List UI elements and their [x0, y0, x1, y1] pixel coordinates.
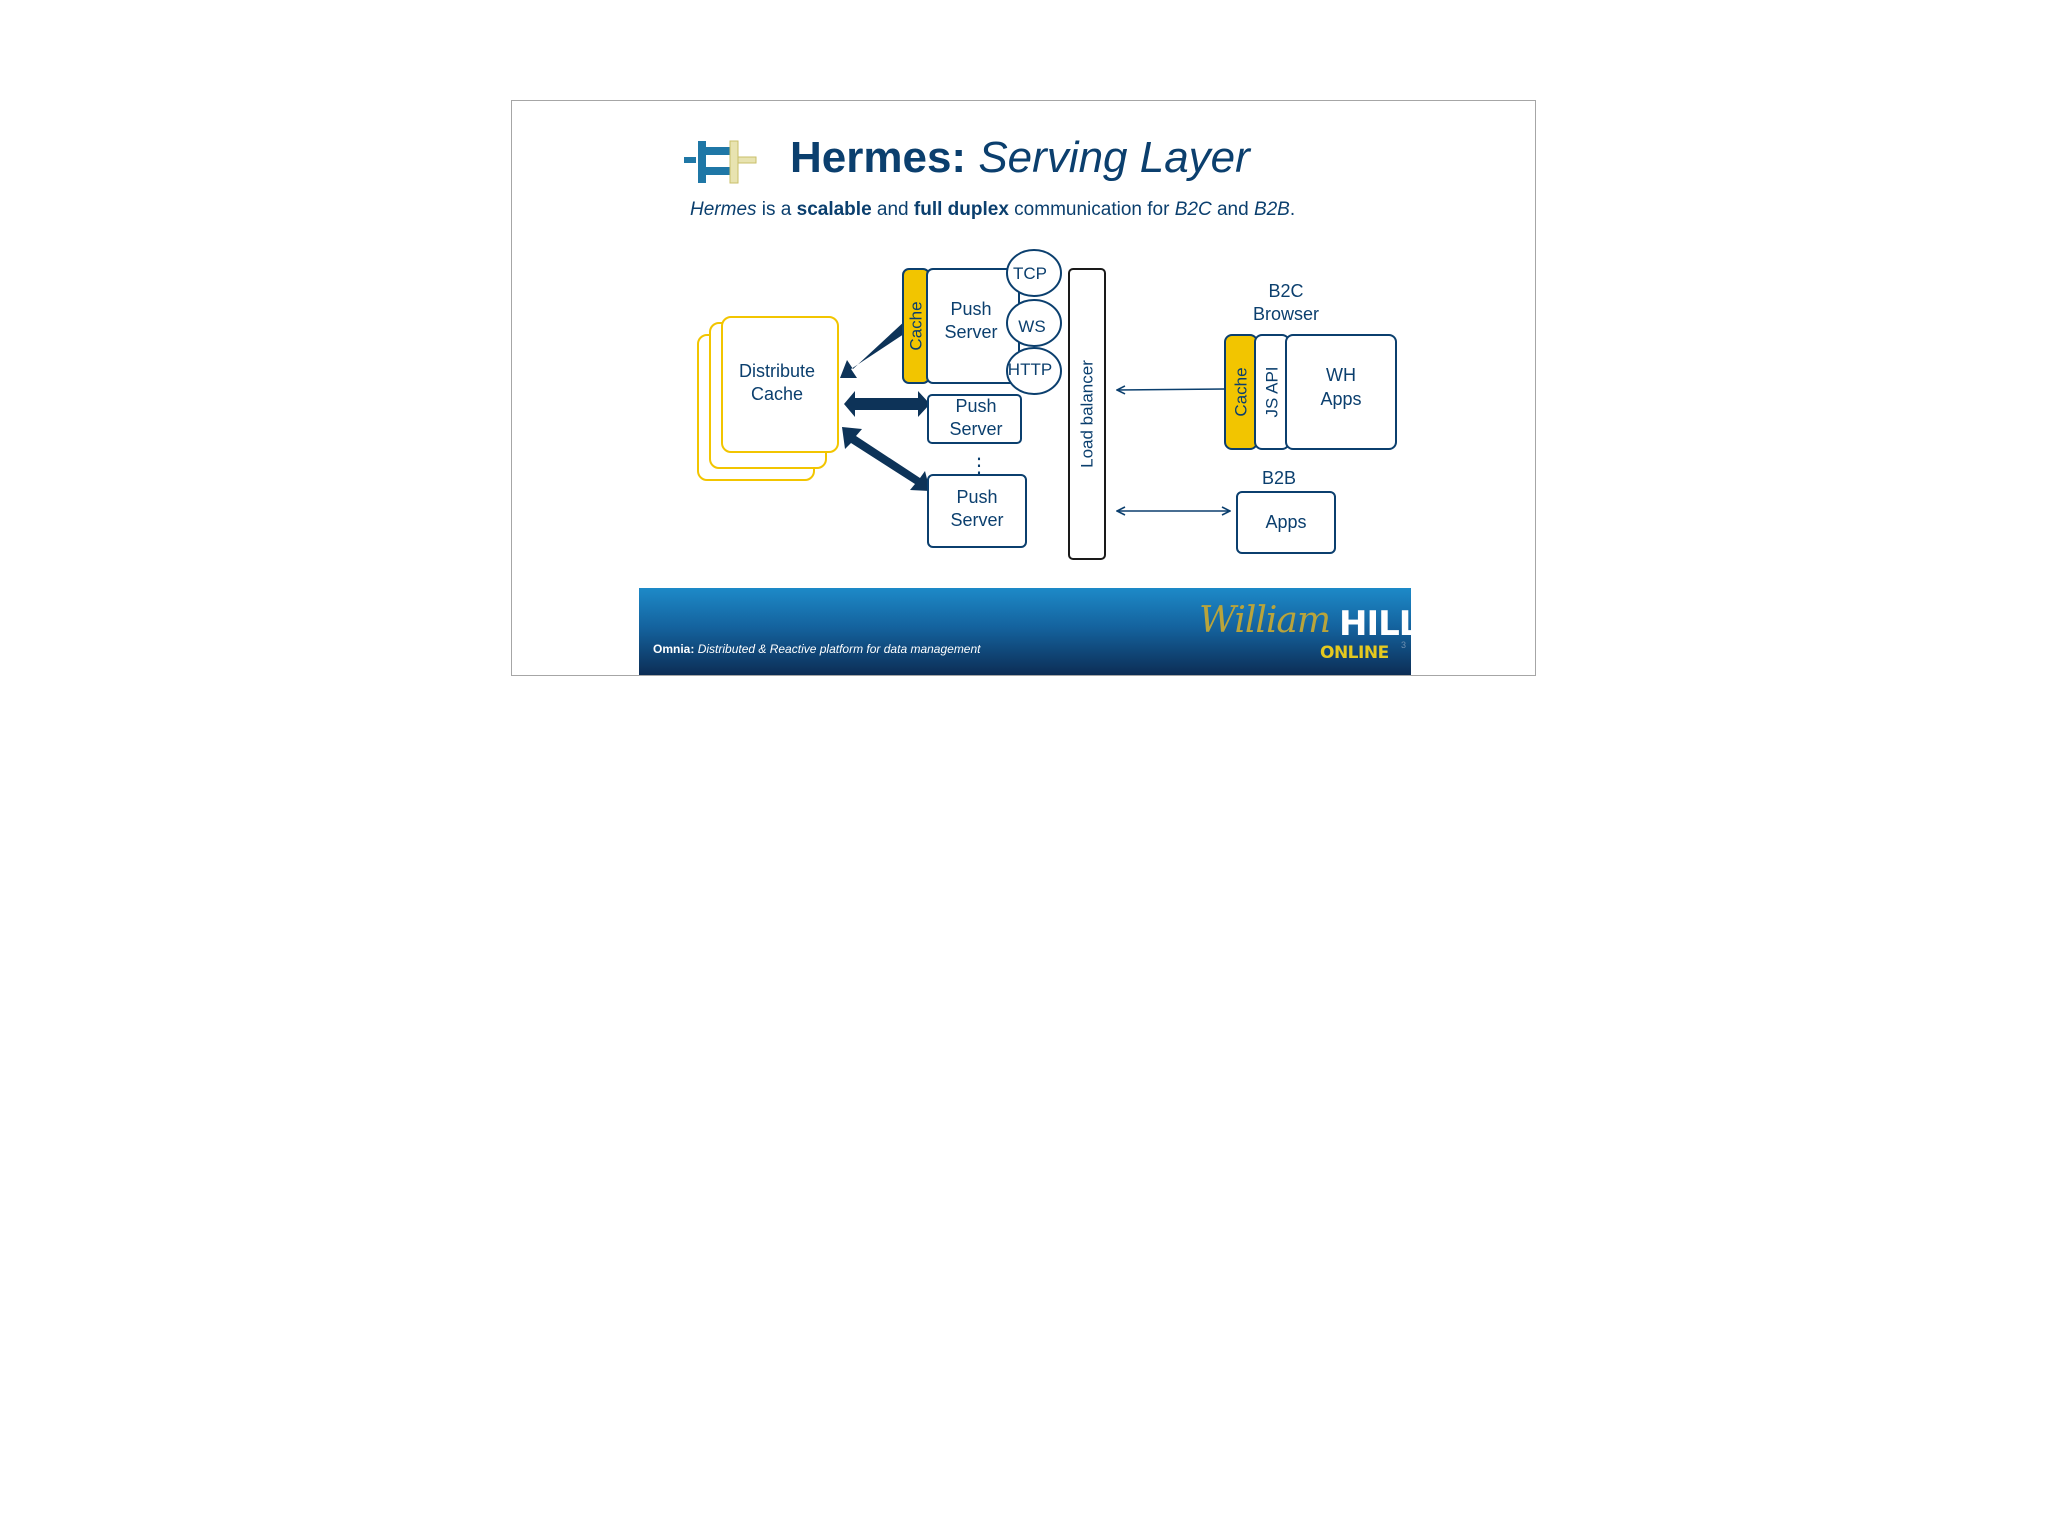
subtitle-scalable: scalable — [796, 199, 872, 220]
wh-apps-label-1: WH — [1326, 365, 1356, 385]
cache-vertical-label: Cache — [907, 301, 926, 350]
protocol-tcp-label: TCP — [1013, 264, 1047, 283]
distribute-cache-stack: Distribute Cache — [697, 316, 839, 481]
william-hill-logo-script: William — [1199, 600, 1331, 641]
push-server-3-label-1: Push — [956, 487, 997, 507]
js-api-label: JS API — [1263, 366, 1282, 417]
wh-apps-label-2: Apps — [1320, 389, 1361, 409]
push-server-2-label-2: Server — [949, 419, 1002, 439]
push-server-label-2: Server — [944, 322, 997, 342]
title-bold: Hermes: — [790, 133, 967, 182]
subtitle-b2b: B2B — [1253, 199, 1290, 220]
william-hill-logo-hill: HILL — [1339, 604, 1420, 644]
ellipsis: ⋮ — [969, 453, 989, 477]
slide-subtitle: Hermes is a scalable and full duplex com… — [690, 199, 1295, 221]
browser-cache-label: Cache — [1232, 367, 1251, 416]
b2c-label-1: B2C — [1268, 281, 1303, 301]
protocol-tcp-circle — [1006, 249, 1062, 297]
protocol-http-circle — [1006, 347, 1062, 395]
arrow-browser-to-lb — [1117, 389, 1226, 390]
push-server-box-2 — [927, 394, 1022, 444]
subtitle-text: communication for — [1008, 199, 1175, 220]
b2b-apps-box — [1236, 491, 1336, 554]
wh-apps-box — [1285, 334, 1397, 450]
footer-italic: Distributed & Reactive platform for data… — [697, 642, 981, 656]
footer-caption: Omnia: Distributed & Reactive platform f… — [653, 642, 981, 656]
b2b-label: B2B — [1262, 468, 1296, 488]
subtitle-b2c: B2C — [1174, 199, 1212, 220]
b2c-browser-stack: Cache JS API WH Apps — [1224, 334, 1397, 450]
push-server-label-1: Push — [950, 299, 991, 319]
slide-title: Hermes: Serving Layer — [790, 133, 1250, 183]
push-server-primary: Cache Push Server — [902, 268, 1020, 384]
push-server-3-label-2: Server — [950, 510, 1003, 530]
architecture-diagram: Distribute Cache Cache Push Server TCP W… — [697, 249, 1397, 560]
footer-band: Omnia: Distributed & Reactive platform f… — [639, 588, 1420, 675]
hermes-logo-icon — [684, 140, 757, 184]
subtitle-hermes: Hermes — [690, 199, 757, 220]
load-balancer-label: Load balancer — [1078, 360, 1097, 468]
subtitle-text: . — [1289, 199, 1296, 220]
title-italic: Serving Layer — [978, 133, 1250, 182]
protocol-http-label: HTTP — [1008, 360, 1052, 379]
arrow-bidirectional-bottom — [842, 427, 930, 491]
load-balancer-box — [1068, 268, 1106, 560]
william-hill-logo-online: ONLINE — [1320, 643, 1389, 663]
b2b-apps-label: Apps — [1265, 512, 1306, 532]
b2c-label-2: Browser — [1253, 304, 1319, 324]
distribute-cache-label-1: Distribute — [739, 361, 815, 381]
arrow-bidirectional-middle — [844, 391, 930, 417]
protocol-ws-label: WS — [1018, 317, 1045, 336]
slide: Hermes: Serving Layer Hermes is a scalab… — [511, 100, 1536, 676]
distribute-cache-label-2: Cache — [751, 384, 803, 404]
subtitle-text: and — [1211, 199, 1254, 220]
page-number: 3 — [1401, 640, 1407, 650]
subtitle-text: and — [871, 199, 914, 220]
distribute-cache-box — [721, 316, 839, 453]
push-server-2-label-1: Push — [955, 396, 996, 416]
arrow-to-cache-top — [840, 319, 913, 378]
subtitle-full-duplex: full duplex — [913, 199, 1009, 220]
protocol-ws-circle — [1006, 299, 1062, 347]
push-server-box-3 — [927, 474, 1027, 548]
subtitle-text: is a — [756, 199, 797, 220]
footer-bold: Omnia: — [653, 642, 695, 656]
